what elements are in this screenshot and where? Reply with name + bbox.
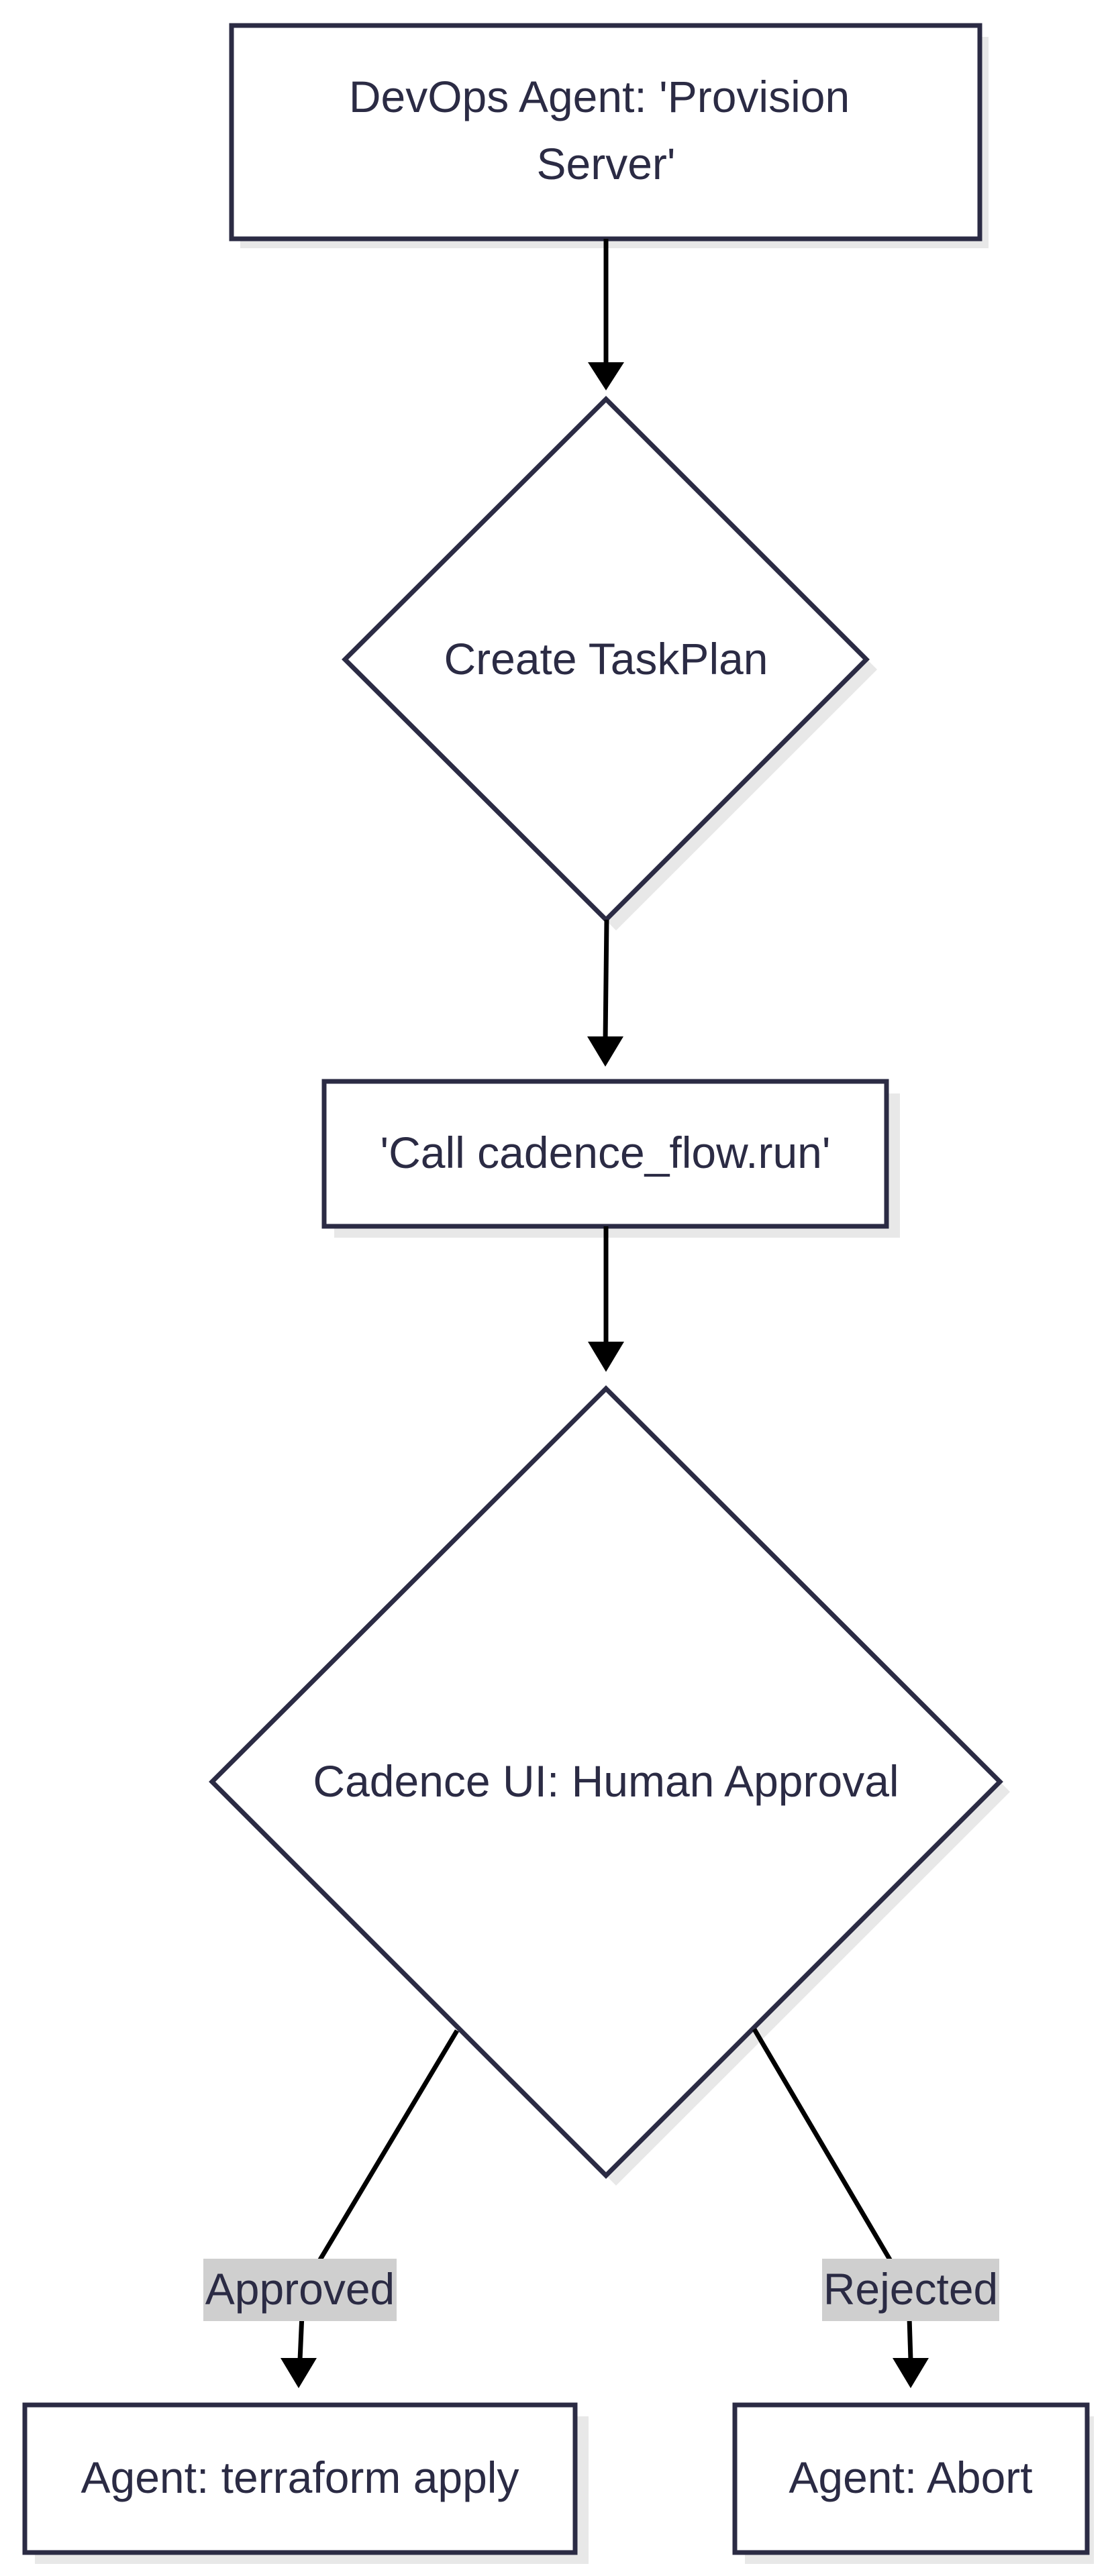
edge-start-to-plan	[588, 239, 624, 390]
node-devops-agent-line2: Server'	[537, 139, 676, 189]
edge-approved-arrowhead	[281, 2358, 317, 2388]
node-abort: Agent: Abort	[732, 2402, 1094, 2564]
node-devops-agent-box	[229, 23, 982, 241]
edge-rejected-line-lower	[907, 2317, 913, 2361]
node-devops-agent: DevOps Agent: 'Provision Server'	[229, 23, 989, 248]
edge-rejected-label-bg	[822, 2259, 999, 2321]
node-abort-label: Agent: Abort	[789, 2453, 1032, 2502]
edge-plan-to-call	[587, 919, 623, 1067]
node-call-cadence-flow: 'Call cadence_flow.run'	[321, 1079, 900, 1238]
edge-call-to-approval-arrowhead	[588, 1342, 624, 1372]
edge-approved-label: Approved	[205, 2264, 395, 2314]
node-terraform-apply: Agent: terraform apply	[22, 2402, 589, 2564]
node-call-cadence-flow-box	[321, 1079, 889, 1229]
node-terraform-apply-box	[22, 2402, 578, 2555]
edge-plan-to-call-line	[603, 919, 609, 1042]
edge-approved: Approved	[203, 2029, 460, 2388]
edge-start-to-plan-arrowhead	[588, 362, 624, 390]
edge-rejected-line-upper	[752, 2028, 893, 2262]
node-human-approval-diamond	[209, 1385, 1003, 2179]
node-abort-box	[732, 2402, 1090, 2555]
edge-plan-to-call-arrowhead	[587, 1036, 623, 1067]
edge-approved-line-upper	[317, 2029, 460, 2262]
node-devops-agent-line1: DevOps Agent: 'Provision	[349, 72, 850, 121]
edge-rejected-arrowhead	[893, 2358, 929, 2388]
node-terraform-apply-label: Agent: terraform apply	[81, 2453, 519, 2502]
edge-approved-label-bg	[203, 2259, 397, 2321]
node-create-taskplan-label: Create TaskPlan	[444, 634, 768, 684]
edge-rejected: Rejected	[752, 2028, 999, 2388]
node-human-approval: Cadence UI: Human Approval	[209, 1385, 1010, 2186]
node-call-cadence-flow-label: 'Call cadence_flow.run'	[381, 1128, 831, 1177]
node-human-approval-label: Cadence UI: Human Approval	[313, 1756, 899, 1806]
edge-call-to-approval	[588, 1226, 624, 1372]
node-create-taskplan: Create TaskPlan	[342, 396, 877, 930]
edge-approved-line-lower	[297, 2314, 305, 2361]
edge-rejected-label: Rejected	[823, 2264, 999, 2314]
